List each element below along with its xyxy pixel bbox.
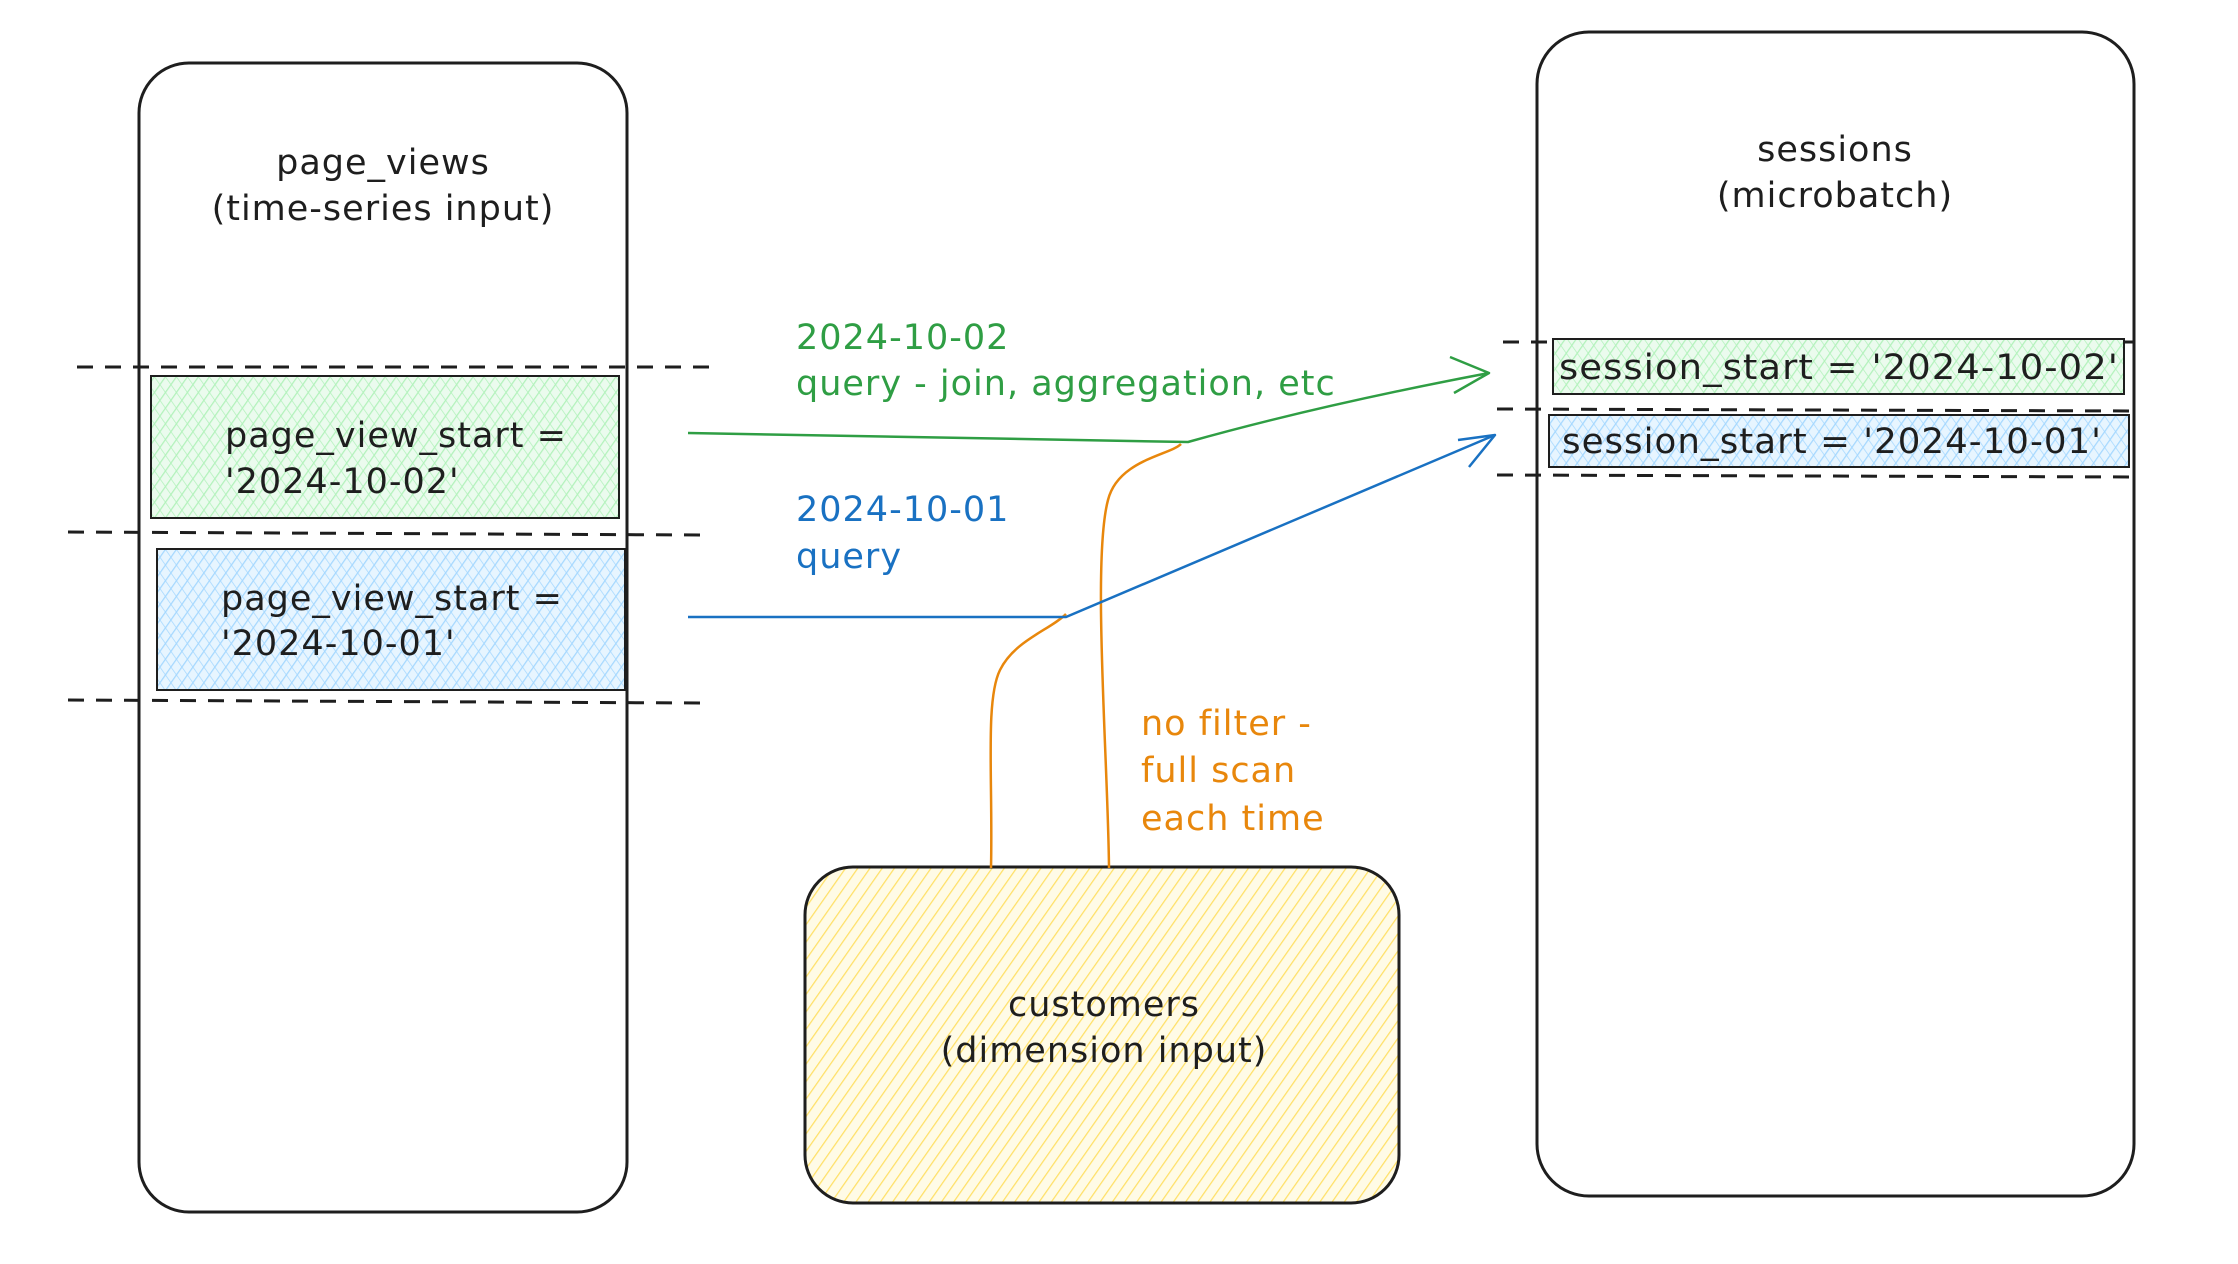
page-views-batch-green-line1: page_view_start = xyxy=(225,416,567,456)
sessions-divider-bottom xyxy=(1496,473,2135,479)
sessions-subtitle: (microbatch) xyxy=(1717,176,1953,216)
customers-box xyxy=(803,865,1401,1205)
blue-query-arrowhead xyxy=(1457,433,1497,468)
sessions-row-green-label: session_start = '2024-10-02' xyxy=(1559,348,2119,388)
customers-subtitle: (dimension input) xyxy=(941,1031,1268,1071)
sessions-row-2024-10-02: session_start = '2024-10-02' xyxy=(1552,338,2125,395)
page-views-divider-middle xyxy=(67,530,701,537)
page-views-subtitle: (time-series input) xyxy=(212,189,555,229)
green-query-arrow-line xyxy=(687,371,1490,444)
page-views-divider-bottom xyxy=(67,698,701,705)
customers-connector-blue xyxy=(989,613,1067,869)
blue-query-arrow-line xyxy=(688,433,1496,619)
page-views-batch-2024-10-02: page_view_start = '2024-10-02' xyxy=(150,375,620,519)
blue-query-date: 2024-10-01 xyxy=(796,490,1009,530)
sessions-row-2024-10-01: session_start = '2024-10-01' xyxy=(1548,414,2130,468)
orange-note-line1: no filter - xyxy=(1141,704,1312,744)
customers-connector-green xyxy=(1099,443,1182,869)
green-query-description: query - join, aggregation, etc xyxy=(796,364,1336,404)
sessions-title: sessions xyxy=(1757,130,1913,170)
page-views-batch-2024-10-01: page_view_start = '2024-10-01' xyxy=(156,548,626,691)
sessions-row-blue-label: session_start = '2024-10-01' xyxy=(1562,422,2102,462)
orange-note-line3: each time xyxy=(1141,799,1325,839)
page-views-batch-green-line2: '2024-10-02' xyxy=(225,462,460,502)
green-query-date: 2024-10-02 xyxy=(796,318,1009,358)
page-views-batch-blue-line1: page_view_start = xyxy=(221,579,563,619)
page-views-title: page_views xyxy=(276,143,490,183)
orange-note-line2: full scan xyxy=(1141,751,1296,791)
page-views-batch-blue-line2: '2024-10-01' xyxy=(221,624,456,664)
customers-title: customers xyxy=(1008,985,1200,1025)
blue-query-description: query xyxy=(796,537,902,577)
sessions-container xyxy=(1535,30,2136,1198)
sessions-divider-middle xyxy=(1496,407,2135,413)
green-query-arrowhead xyxy=(1449,355,1491,395)
